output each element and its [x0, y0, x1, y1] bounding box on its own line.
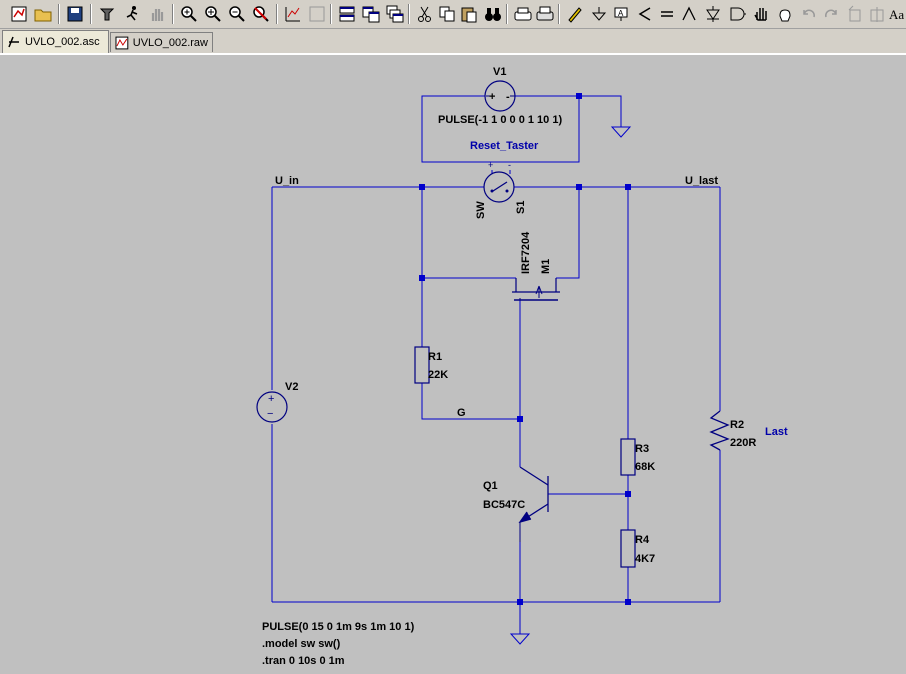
print-icon[interactable] — [534, 3, 556, 25]
tab-uvlo-002-raw[interactable]: UVLO_002.raw — [110, 32, 213, 52]
print-setup-icon[interactable] — [512, 3, 534, 25]
r4-resistor[interactable]: R4 4K7 — [620, 529, 655, 568]
ground-icon[interactable] — [588, 3, 610, 25]
r2-name: R2 — [730, 419, 744, 431]
control-panel-icon[interactable] — [96, 3, 118, 25]
r4-value: 4K7 — [635, 553, 655, 565]
m1-name: M1 — [540, 259, 552, 274]
spice-directive-pulse[interactable]: PULSE(0 15 0 1m 9s 1m 10 1) — [262, 621, 415, 633]
m1-value: IRF7204 — [520, 231, 532, 274]
m1-mosfet[interactable]: IRF7204 M1 — [512, 231, 560, 301]
svg-text:A: A — [618, 9, 624, 18]
zoom-in-icon[interactable] — [178, 3, 200, 25]
q1-name: Q1 — [483, 480, 498, 492]
s1-plus: + — [488, 160, 493, 170]
s1-label: Reset_Taster — [470, 140, 539, 152]
wire-mosfet-drain — [556, 187, 580, 279]
capacitor-icon[interactable] — [656, 3, 678, 25]
r1-resistor[interactable]: R1 22K — [414, 346, 448, 384]
redo-icon[interactable] — [820, 3, 842, 25]
new-schematic-icon[interactable] — [8, 3, 30, 25]
net-label-last: Last — [765, 426, 788, 438]
s1-minus: - — [508, 160, 511, 170]
inductor-icon[interactable] — [678, 3, 700, 25]
ground-main — [509, 633, 531, 645]
resistor-icon[interactable] — [634, 3, 656, 25]
v2-plus: + — [268, 393, 274, 405]
paste-icon[interactable] — [458, 3, 480, 25]
net-label-u-in: U_in — [275, 175, 299, 187]
save-icon[interactable] — [64, 3, 86, 25]
spice-directive-model[interactable]: .model sw sw() — [262, 638, 341, 650]
wire-r1 — [421, 278, 520, 420]
tab-uvlo-002-asc[interactable]: UVLO_002.asc — [2, 30, 109, 53]
pan-icon[interactable] — [202, 3, 224, 25]
v1-name: V1 — [493, 66, 506, 78]
v1-source[interactable]: + - V1 PULSE(-1 1 0 0 0 1 10 1) — [438, 66, 562, 126]
r1-name: R1 — [428, 351, 442, 363]
component-icon[interactable] — [726, 3, 748, 25]
zoom-fit-icon[interactable] — [250, 3, 272, 25]
ground-symbols — [509, 126, 632, 645]
s1-model: SW — [475, 201, 487, 219]
wire-v1-loop — [421, 95, 580, 163]
wire-v1-ground — [579, 95, 622, 127]
zoom-out-icon[interactable] — [226, 3, 248, 25]
schematic-canvas-frame: + - V1 PULSE(-1 1 0 0 0 1 10 1) + - Rese… — [0, 53, 906, 674]
junctions — [419, 93, 631, 605]
waveform-icon — [115, 36, 129, 49]
r2-resistor[interactable]: R2 220R — [709, 410, 756, 451]
v2-source[interactable]: + − V2 — [256, 381, 298, 423]
tab-bar: UVLO_002.asc UVLO_002.raw — [0, 29, 906, 53]
move-hand-icon[interactable] — [750, 3, 772, 25]
copy-icon[interactable] — [436, 3, 458, 25]
r2-value: 220R — [730, 437, 756, 449]
cut-plot-icon[interactable] — [306, 3, 328, 25]
canvas-background — [0, 55, 906, 674]
svg-text:Aa: Aa — [889, 7, 904, 22]
v1-value: PULSE(-1 1 0 0 0 1 10 1) — [438, 114, 562, 126]
text-icon[interactable]: Aa — [886, 3, 906, 25]
diode-icon[interactable] — [702, 3, 724, 25]
mirror-icon[interactable] — [866, 3, 888, 25]
toolbar: A Aa — [0, 0, 906, 29]
ground-v1 — [610, 126, 632, 138]
find-binoculars-icon[interactable] — [482, 3, 504, 25]
s1-switch[interactable]: + - Reset_Taster SW S1 — [470, 140, 539, 219]
s1-name: S1 — [515, 201, 527, 214]
v2-minus: − — [267, 408, 273, 420]
label-net-icon[interactable]: A — [610, 3, 632, 25]
v1-minus: - — [506, 91, 510, 103]
v2-name: V2 — [285, 381, 298, 393]
draw-wire-pencil-icon[interactable] — [564, 3, 586, 25]
r3-name: R3 — [635, 443, 649, 455]
tab-label: UVLO_002.raw — [132, 36, 208, 49]
r1-value: 22K — [428, 369, 448, 381]
spice-directive-tran[interactable]: .tran 0 10s 0 1m — [262, 655, 345, 667]
q1-value: BC547C — [483, 499, 525, 511]
r4-name: R4 — [635, 534, 650, 546]
tile-horizontal-icon[interactable] — [336, 3, 358, 25]
q1-transistor[interactable]: Q1 BC547C — [483, 466, 549, 542]
net-label-g: G — [457, 407, 466, 419]
drag-hand-icon[interactable] — [774, 3, 796, 25]
cascade-icon[interactable] — [384, 3, 406, 25]
run-icon[interactable] — [122, 3, 144, 25]
schematic-canvas[interactable]: + - V1 PULSE(-1 1 0 0 0 1 10 1) + - Rese… — [0, 55, 906, 674]
autorange-icon[interactable] — [282, 3, 304, 25]
r3-value: 68K — [635, 461, 655, 473]
rotate-icon[interactable] — [844, 3, 866, 25]
net-label-u-last: U_last — [685, 175, 718, 187]
schematic-icon — [8, 36, 19, 48]
v1-plus: + — [489, 91, 495, 103]
cut-icon[interactable] — [414, 3, 436, 25]
halt-hand-icon[interactable] — [146, 3, 168, 25]
undo-icon[interactable] — [798, 3, 820, 25]
r3-resistor[interactable]: R3 68K — [620, 438, 655, 476]
tab-label: UVLO_002.asc — [25, 36, 100, 48]
wires — [271, 95, 721, 634]
tile-vertical-icon[interactable] — [360, 3, 382, 25]
open-folder-icon[interactable] — [32, 3, 54, 25]
